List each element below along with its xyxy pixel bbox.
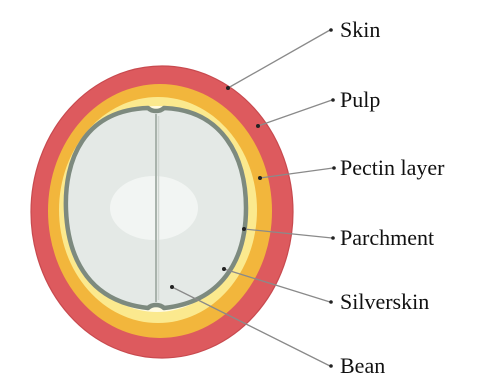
silverskin-label: Silverskin: [340, 289, 429, 314]
pectin-layer-label: Pectin layer: [340, 155, 445, 180]
pulp-leader-line: [258, 100, 332, 126]
bean-label-dot: [329, 364, 333, 368]
pulp-label-dot: [331, 98, 335, 102]
pectin-layer-leader-dot: [258, 176, 262, 180]
pulp-leader-dot: [256, 124, 260, 128]
parchment-label: Parchment: [340, 225, 434, 250]
skin-label: Skin: [340, 17, 380, 42]
parchment-leader-dot: [242, 227, 246, 231]
cherry-layers: [31, 66, 293, 358]
parchment-label-dot: [331, 236, 335, 240]
skin-leader-line: [228, 30, 330, 88]
skin-label-dot: [329, 28, 333, 32]
silverskin-label-dot: [329, 300, 333, 304]
pectin-layer-label-dot: [332, 166, 336, 170]
silverskin-leader-dot: [222, 267, 226, 271]
bean-leader-dot: [170, 285, 174, 289]
layer-labels: Skin Pulp Pectin layer Parchment Silvers…: [340, 17, 445, 378]
bean-highlight: [110, 176, 198, 240]
bean-label: Bean: [340, 353, 385, 378]
pulp-label: Pulp: [340, 87, 380, 112]
skin-leader-dot: [226, 86, 230, 90]
